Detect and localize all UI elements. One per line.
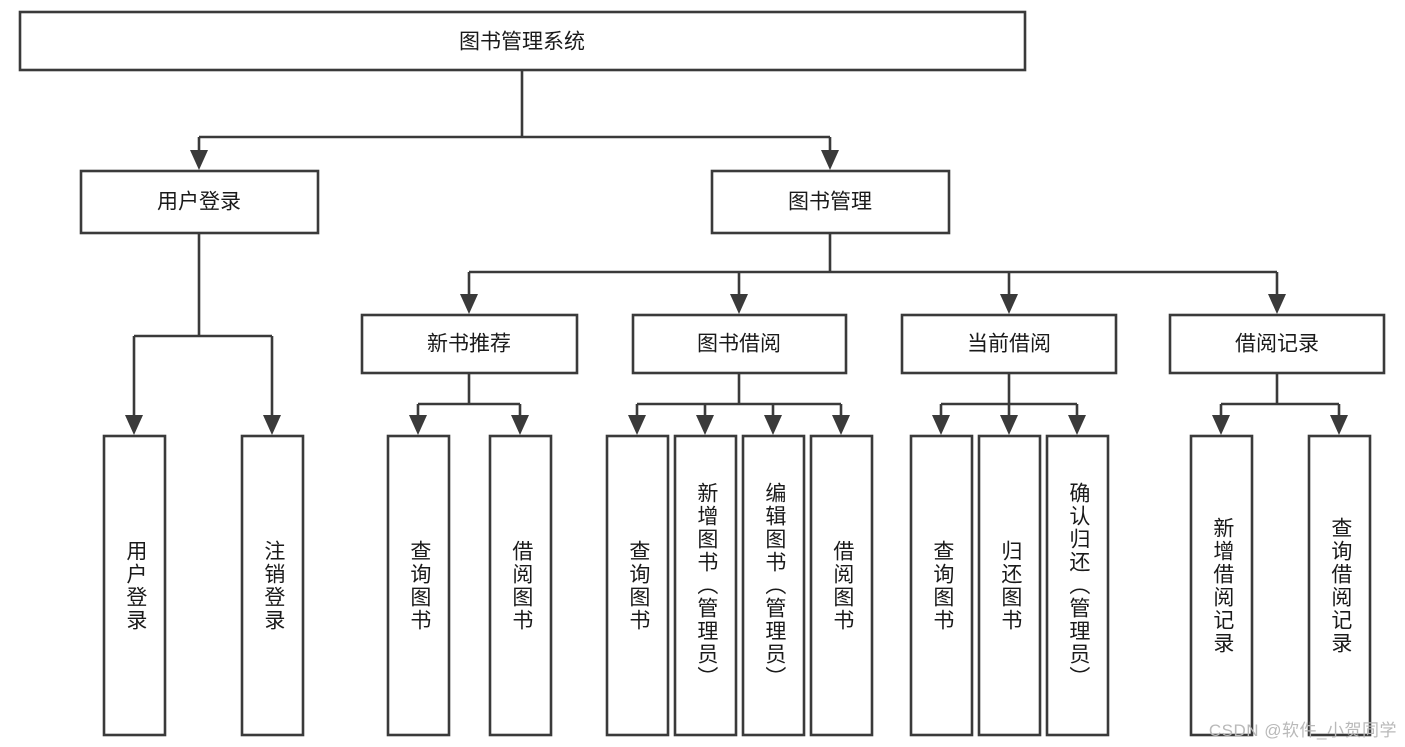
arrow-to-user-login xyxy=(190,150,208,170)
connector-borrowrecord-to-leaves xyxy=(1212,373,1348,435)
leaf-box-nb-borrow[interactable] xyxy=(488,434,553,737)
connector-bookmgmt-to-level3 xyxy=(460,233,1286,314)
user-login-label: 用户登录 xyxy=(157,191,241,214)
arrow-to-leaf-user-login xyxy=(125,415,143,435)
arrow-to-leaf-bb-query xyxy=(628,415,646,435)
arrow-to-leaf-bb-edit xyxy=(764,415,782,435)
book-borrow-label: 图书借阅 xyxy=(697,333,781,356)
leaf-box-cb-confirm[interactable] xyxy=(1045,434,1110,737)
node-new-book-recommend[interactable]: 新书推荐 xyxy=(360,313,579,375)
arrow-to-leaf-cb-confirm xyxy=(1068,415,1086,435)
node-book-management[interactable]: 图书管理 xyxy=(710,169,951,235)
arrow-to-leaf-nb-query xyxy=(409,415,427,435)
arrow-to-leaf-cb-query xyxy=(932,415,950,435)
arrow-to-leaf-logout xyxy=(263,415,281,435)
book-management-label: 图书管理 xyxy=(788,191,872,214)
arrow-to-book-mgmt xyxy=(821,150,839,170)
leaf-box-nb-query[interactable] xyxy=(386,434,451,737)
arrow-to-leaf-cb-return xyxy=(1000,415,1018,435)
root-label: 图书管理系统 xyxy=(459,31,585,54)
arrow-to-leaf-br-query xyxy=(1330,415,1348,435)
node-book-borrow[interactable]: 图书借阅 xyxy=(631,313,848,375)
current-borrow-box[interactable] xyxy=(900,313,1118,375)
connector-newbook-to-leaves xyxy=(409,373,529,435)
connector-currentborrow-to-leaves xyxy=(932,373,1086,435)
arrow-to-current-borrow xyxy=(1000,294,1018,314)
arrow-to-leaf-nb-borrow xyxy=(511,415,529,435)
arrow-to-book-borrow xyxy=(730,294,748,314)
connector-bookborrow-to-leaves xyxy=(628,373,850,435)
leaf-box-bb-query[interactable] xyxy=(605,434,670,737)
leaf-box-bb-borrow[interactable] xyxy=(809,434,874,737)
new-book-recommend-label: 新书推荐 xyxy=(427,333,511,356)
leaf-box-bb-edit[interactable] xyxy=(741,434,806,737)
csdn-watermark: CSDN @软件_小贺同学 xyxy=(1208,721,1397,740)
leaf-box-cb-return[interactable] xyxy=(977,434,1042,737)
leaf-box-logout[interactable] xyxy=(240,434,305,737)
leaf-box-br-query[interactable] xyxy=(1307,434,1372,737)
new-book-recommend-box[interactable] xyxy=(360,313,579,375)
node-borrow-record[interactable]: 借阅记录 xyxy=(1168,313,1386,375)
leaf-box-cb-query[interactable] xyxy=(909,434,974,737)
connector-root-to-level2 xyxy=(190,70,839,170)
leaf-box-user-login[interactable] xyxy=(102,434,167,737)
connector-userlogin-to-leaves xyxy=(125,233,281,435)
node-current-borrow[interactable]: 当前借阅 xyxy=(900,313,1118,375)
node-root[interactable]: 图书管理系统 xyxy=(18,10,1027,72)
leaf-box-bb-add[interactable] xyxy=(673,434,738,737)
user-login-box[interactable] xyxy=(79,169,320,235)
current-borrow-label: 当前借阅 xyxy=(967,333,1051,356)
arrow-to-leaf-bb-borrow xyxy=(832,415,850,435)
arrow-to-borrow-record xyxy=(1268,294,1286,314)
leaf-box-br-add[interactable] xyxy=(1189,434,1254,737)
root-box[interactable] xyxy=(18,10,1027,72)
arrow-to-leaf-br-add xyxy=(1212,415,1230,435)
arrow-to-leaf-bb-add xyxy=(696,415,714,435)
node-user-login[interactable]: 用户登录 xyxy=(79,169,320,235)
borrow-record-label: 借阅记录 xyxy=(1235,333,1319,356)
arrow-to-new-book xyxy=(460,294,478,314)
